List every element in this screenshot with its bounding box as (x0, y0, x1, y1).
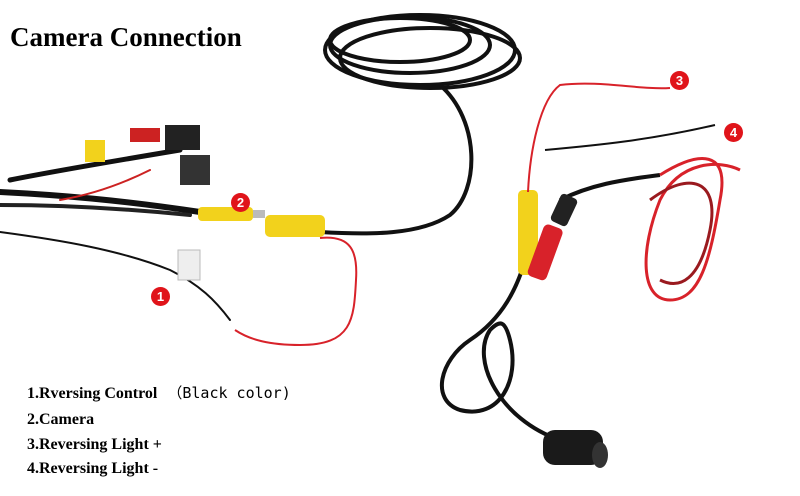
camera-rca-connector (198, 207, 358, 347)
cable-coil (319, 13, 522, 236)
legend-item-3: 3.Reversing Light + (27, 436, 162, 454)
legend-item-2: 2.Camera (27, 411, 94, 429)
page-title: Camera Connection (10, 22, 242, 52)
legend-item-4: 4.Reversing Light - (27, 460, 158, 478)
legend-note: （Black color) (167, 384, 291, 402)
badge-4: 4 (724, 123, 743, 142)
badge-3: 3 (670, 71, 689, 90)
backup-camera (543, 430, 603, 465)
legend-label: 2.Camera (27, 411, 95, 428)
legend-label: 3.Reversing Light + (27, 436, 162, 453)
camera-cable (440, 82, 741, 468)
wire-harness (0, 125, 231, 321)
badge-1: 1 (151, 287, 170, 306)
legend-label: 4.Reversing Light - (27, 460, 159, 477)
legend-item-1: 1.Rversing Control （Black color) (27, 382, 291, 403)
legend-label: 1.Rversing Control (27, 385, 158, 402)
badge-2: 2 (231, 193, 250, 212)
